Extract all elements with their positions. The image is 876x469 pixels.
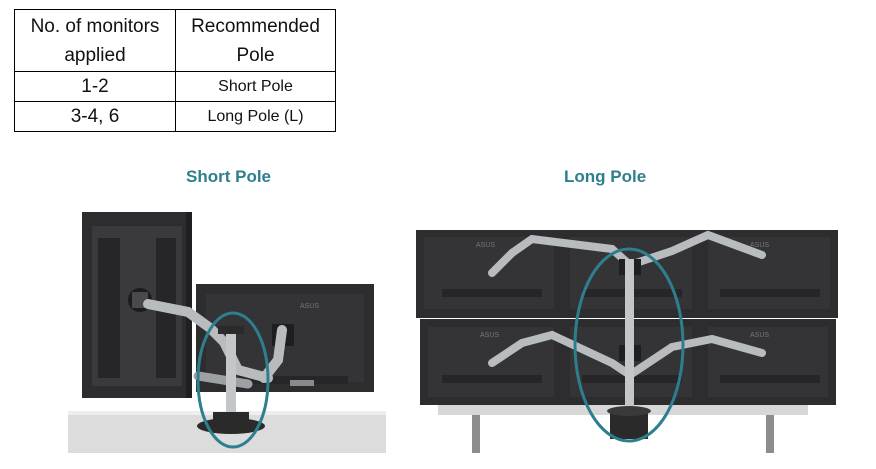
table-row: 1-2 Short Pole [14,71,336,102]
monitor-brand-logo: ASUS [476,242,495,249]
long-pole-photo: ASUS ASUS ASUS ASUS [416,230,838,453]
table-header-row: No. of monitors applied Recommended Pole [14,9,336,72]
table-row: 3-4, 6 Long Pole (L) [14,101,336,132]
monitor-brand-logo: ASUS [300,303,319,310]
short-pole-caption: Short Pole [186,167,272,186]
long-pole [625,259,634,419]
highlight-ellipse [573,247,685,443]
short-pole [226,328,236,418]
cell-monitors: 3-4, 6 [14,101,176,132]
highlight-ellipse [196,311,270,449]
cell-monitors: 1-2 [14,71,176,102]
header-recommended-pole: Recommended Pole [175,9,336,72]
short-pole-photo: ASUS [68,212,386,453]
monitor-top-left: ASUS [416,230,562,318]
monitor-brand-logo: ASUS [750,242,769,249]
monitor-brand-logo: ASUS [480,332,499,339]
pole-recommendation-table: No. of monitors applied Recommended Pole… [14,9,336,132]
monitor-bottom-right: ASUS [700,319,836,405]
long-pole-caption: Long Pole [564,167,647,186]
cell-pole: Short Pole [175,71,336,102]
header-monitors-applied: No. of monitors applied [14,9,176,72]
cell-pole: Long Pole (L) [175,101,336,132]
monitor-brand-logo: ASUS [750,332,769,339]
